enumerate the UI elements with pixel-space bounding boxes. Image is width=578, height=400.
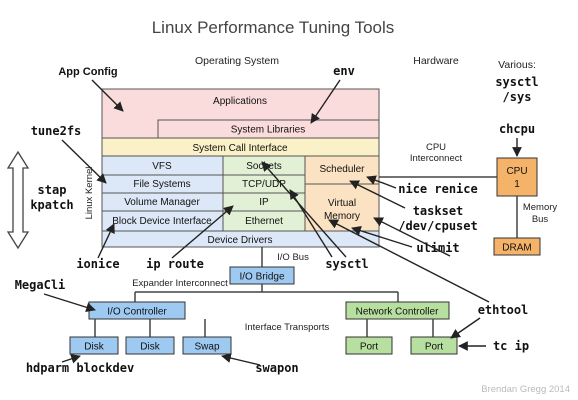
applications-label: Applications [213, 96, 267, 107]
network-controller-label: Network Controller [356, 307, 439, 318]
system-call-interface-label: System Call Interface [192, 143, 287, 154]
tool-kpatch: kpatch [30, 198, 73, 212]
tool-ionice: ionice [76, 257, 119, 271]
cpu-interconnect-label-1: CPU [426, 142, 446, 153]
cpu-label: CPU [506, 166, 527, 177]
virtual-memory-label-1: Virtual [328, 198, 356, 209]
tool-env: env [333, 64, 355, 78]
swap-box [182, 336, 232, 355]
linux-kernel-label: Linux Kernel [84, 167, 95, 220]
tool-hdparm-blockdev: hdparm blockdev [26, 361, 134, 375]
port-1-box [345, 336, 393, 355]
sockets-label: Sockets [246, 161, 282, 172]
disk-2-box [125, 336, 175, 355]
cpu-number-label: 1 [514, 179, 520, 190]
port-2-label: Port [425, 342, 444, 353]
io-bus-label: I/O Bus [277, 252, 309, 263]
io-bridge-label: I/O Bridge [239, 272, 284, 283]
device-drivers-label: Device Drivers [207, 235, 272, 246]
device-drivers-box [101, 230, 380, 248]
dram-box [493, 237, 541, 256]
disk-2-label: Disk [140, 342, 160, 353]
cpu-memory-area [304, 155, 380, 232]
hardware-label: Hardware [413, 55, 459, 67]
tool-taskset: taskset [413, 204, 464, 218]
disk-1-label: Disk [84, 342, 104, 353]
block-device-interface-label: Block Device Interface [112, 216, 212, 227]
tool-nice-renice: nice renice [398, 182, 477, 196]
port-2-box [410, 336, 458, 355]
tool-ethtool: ethtool [478, 303, 529, 317]
vfs-label: VFS [152, 161, 172, 172]
tool-arrows [43, 79, 522, 366]
tool-ip-route: ip route [146, 257, 204, 271]
diagram-title: Linux Performance Tuning Tools [152, 18, 395, 37]
interface-transports-label: Interface Transports [245, 322, 330, 333]
tool-app-config: App Config [58, 66, 117, 78]
kernel-span-arrow [6, 150, 30, 250]
tool-sysctl: sysctl [495, 75, 538, 89]
tool-tc-ip: tc ip [493, 339, 529, 353]
expander-interconnect-label: Expander Interconnect [132, 278, 228, 289]
file-systems-label: File Systems [133, 179, 190, 190]
tool-megacli: MegaCli [15, 278, 66, 292]
disk-1-box [69, 336, 119, 355]
tool-dev-cpuset: /dev/cpuset [398, 219, 477, 233]
tool-sysctl-kernel: sysctl [325, 257, 368, 271]
tool-stap: stap [38, 183, 67, 197]
credit-text: Brendan Gregg 2014 [481, 384, 570, 395]
tool-sys: /sys [503, 90, 532, 104]
virtual-memory-label-2: Memory [324, 211, 360, 222]
scheduler-label: Scheduler [319, 164, 365, 175]
network-controller-box [345, 301, 450, 320]
tool-tune2fs: tune2fs [31, 124, 82, 138]
tool-swapon: swapon [255, 361, 298, 375]
system-libraries-label: System Libraries [231, 125, 305, 136]
memory-bus-label-1: Memory [523, 202, 558, 213]
cpu-interconnect-label-2: Interconnect [410, 153, 463, 164]
various-label: Various: [498, 59, 536, 71]
memory-bus-label-2: Bus [532, 214, 549, 225]
cpu-box [496, 157, 538, 197]
operating-system-label: Operating System [195, 55, 279, 67]
tool-chcpu: chcpu [499, 122, 535, 136]
tcp-udp-label: TCP/UDP [242, 179, 286, 190]
port-1-label: Port [360, 342, 379, 353]
io-controller-label: I/O Controller [107, 307, 167, 318]
swap-label: Swap [194, 342, 219, 353]
ethernet-label: Ethernet [245, 216, 283, 227]
dram-label: DRAM [502, 243, 531, 254]
ip-label: IP [259, 197, 269, 208]
volume-manager-label: Volume Manager [124, 197, 200, 208]
